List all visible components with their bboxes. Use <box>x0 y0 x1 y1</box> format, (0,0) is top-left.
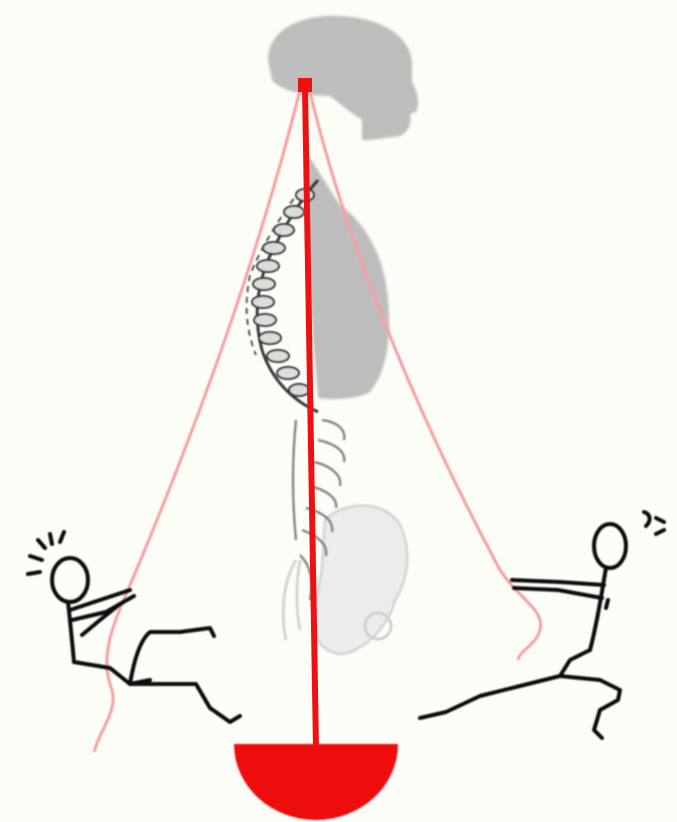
pelvis-icon <box>283 506 407 654</box>
rope-left-icon <box>94 90 300 752</box>
stick-figure-left-icon <box>28 532 240 722</box>
plumb-bob-icon <box>234 744 398 820</box>
